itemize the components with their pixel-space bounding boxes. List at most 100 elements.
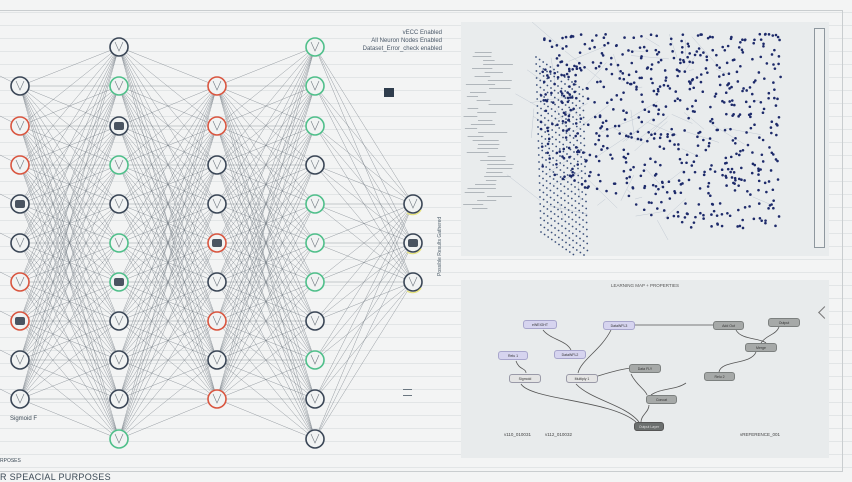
- data-point: [681, 182, 684, 185]
- grid-point: [567, 188, 569, 190]
- grid-point: [584, 145, 586, 147]
- map-node[interactable]: Output Layer: [634, 422, 664, 431]
- connection-line: [217, 399, 315, 439]
- data-point: [753, 39, 756, 42]
- neuron-node[interactable]: [110, 273, 128, 291]
- neuron-node[interactable]: [110, 312, 128, 330]
- data-point: [764, 222, 767, 225]
- neuron-node[interactable]: [306, 312, 324, 330]
- data-point: [647, 131, 650, 134]
- neuron-node[interactable]: [110, 430, 128, 448]
- data-point: [598, 65, 601, 68]
- data-point: [663, 84, 666, 87]
- data-point: [571, 168, 574, 171]
- data-point: [626, 182, 629, 185]
- data-point: [544, 99, 547, 102]
- 3d-point-cloud-panel[interactable]: [461, 22, 829, 256]
- data-point: [762, 160, 765, 163]
- grid-point: [572, 240, 574, 242]
- data-point: [633, 81, 636, 84]
- scrollbar[interactable]: [814, 28, 825, 248]
- data-point: [676, 97, 679, 100]
- map-node[interactable]: Relu 2: [704, 372, 735, 381]
- neuron-node[interactable]: [11, 156, 29, 174]
- neuron-node[interactable]: [208, 77, 226, 95]
- neuron-node[interactable]: [110, 351, 128, 369]
- neuron-node[interactable]: [110, 234, 128, 252]
- log-text: [468, 136, 484, 137]
- data-point: [595, 67, 598, 70]
- neuron-node[interactable]: [110, 77, 128, 95]
- neuron-node[interactable]: [110, 390, 128, 408]
- neuron-node[interactable]: [306, 77, 324, 95]
- neuron-node[interactable]: [208, 195, 226, 213]
- grid-point: [548, 120, 550, 122]
- data-point: [609, 153, 612, 156]
- cloud-link: [565, 51, 600, 79]
- neuron-node[interactable]: [306, 351, 324, 369]
- data-point: [595, 155, 598, 158]
- neuron-node[interactable]: [110, 117, 128, 135]
- neuron-node[interactable]: [306, 234, 324, 252]
- grid-point: [540, 231, 542, 233]
- grid-point: [548, 141, 550, 143]
- grid-point: [557, 85, 559, 87]
- neuron-node[interactable]: [11, 312, 29, 330]
- map-node[interactable]: Relu 1: [498, 351, 528, 360]
- neuron-node[interactable]: [11, 77, 29, 95]
- data-point: [748, 205, 751, 208]
- map-node[interactable]: DataWFL3: [603, 321, 635, 330]
- neuron-node[interactable]: [208, 117, 226, 135]
- map-node[interactable]: Output: [768, 318, 800, 327]
- status-line: Dataset_Error_check enabled: [363, 45, 442, 53]
- data-point: [629, 168, 632, 171]
- map-node[interactable]: Multiply 1: [566, 374, 598, 383]
- neuron-node[interactable]: [208, 234, 226, 252]
- neuron-node[interactable]: [306, 38, 324, 56]
- grid-point: [560, 190, 562, 192]
- map-node[interactable]: Add Out: [713, 321, 744, 330]
- data-point: [648, 201, 651, 204]
- neuron-node[interactable]: [110, 156, 128, 174]
- neuron-node[interactable]: [306, 430, 324, 448]
- map-node[interactable]: eWEIGHT: [523, 320, 557, 329]
- neuron-node[interactable]: [306, 117, 324, 135]
- neuron-node[interactable]: [306, 195, 324, 213]
- neuron-node[interactable]: [306, 156, 324, 174]
- neuron-node[interactable]: [306, 273, 324, 291]
- neuron-node[interactable]: [11, 390, 29, 408]
- neuron-node[interactable]: [208, 390, 226, 408]
- data-point: [674, 90, 677, 93]
- neuron-node[interactable]: [11, 351, 29, 369]
- map-node[interactable]: Merge: [745, 343, 777, 352]
- data-point: [710, 213, 713, 216]
- neuron-node[interactable]: [110, 38, 128, 56]
- log-text: [472, 68, 492, 69]
- neuron-node[interactable]: [11, 273, 29, 291]
- data-point: [740, 178, 743, 181]
- map-node[interactable]: Data FLY: [629, 364, 661, 373]
- neuron-node[interactable]: [11, 234, 29, 252]
- grid-point: [579, 100, 581, 102]
- grid-point: [567, 174, 569, 176]
- neuron-node[interactable]: [208, 156, 226, 174]
- data-point: [598, 160, 601, 163]
- neuron-node[interactable]: [11, 195, 29, 213]
- data-point: [602, 145, 605, 148]
- learning-map-panel[interactable]: LEARNING MAP + PROPERTIES eWEIGHT DataWF…: [461, 280, 829, 458]
- neuron-node[interactable]: [208, 312, 226, 330]
- neuron-node[interactable]: [208, 351, 226, 369]
- data-point: [651, 82, 654, 85]
- grid-point: [567, 181, 569, 183]
- data-point: [724, 129, 727, 132]
- neuron-node[interactable]: [306, 390, 324, 408]
- map-node[interactable]: Sigmoid: [509, 374, 541, 383]
- map-node[interactable]: DataWFL2: [554, 350, 586, 359]
- data-point: [694, 171, 697, 174]
- neuron-node[interactable]: [110, 195, 128, 213]
- grid-point: [544, 234, 546, 236]
- data-point: [683, 129, 686, 132]
- neuron-node[interactable]: [11, 117, 29, 135]
- map-node[interactable]: Concat: [646, 395, 677, 404]
- neuron-node[interactable]: [208, 273, 226, 291]
